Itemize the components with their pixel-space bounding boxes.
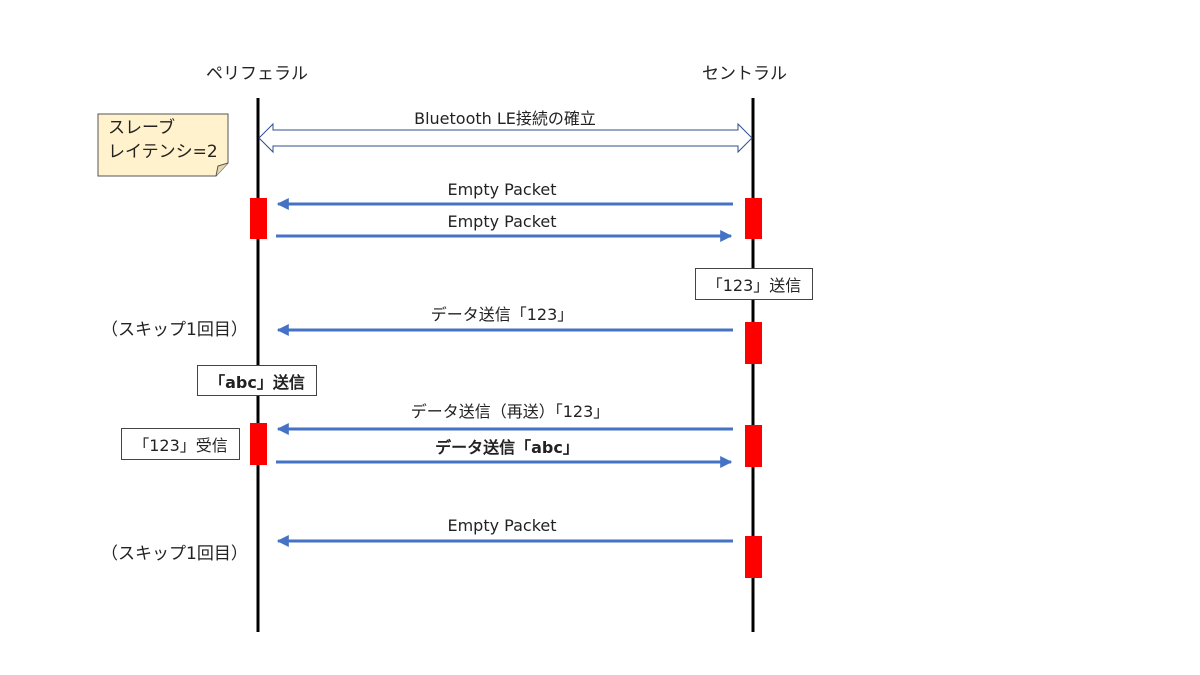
data-123-label: データ送信「123」 — [430, 305, 574, 324]
retransmit-123-label: データ送信（再送）「123」 — [410, 402, 610, 421]
peripheral-send-abc-box: 「abc」送信 — [197, 365, 317, 396]
note-line-2: レイテンシ=2 — [108, 142, 218, 162]
peripheral-active-block — [250, 423, 267, 465]
data-abc-label: データ送信「abc」 — [435, 438, 579, 457]
central-active-block — [745, 536, 762, 578]
skip-label-1: （スキップ1回目） — [101, 320, 248, 340]
central-lane-title: セントラル — [702, 64, 787, 84]
central-active-block — [745, 322, 762, 364]
skip-label-2: （スキップ1回目） — [101, 544, 248, 564]
note-fold — [215, 162, 229, 177]
central-send-123-box: 「123」送信 — [695, 268, 813, 300]
empty-packet-label-1: Empty Packet — [447, 180, 557, 199]
central-active-block — [745, 425, 762, 467]
connection-label: Bluetooth LE接続の確立 — [414, 109, 596, 128]
peripheral-active-block — [250, 198, 267, 239]
empty-packet-label-3: Empty Packet — [447, 516, 557, 535]
peripheral-recv-123-box: 「123」受信 — [121, 428, 240, 460]
central-active-block — [745, 198, 762, 239]
connection-double-arrow — [258, 122, 753, 154]
note-line-1: スレーブ — [108, 118, 175, 138]
peripheral-lane-title: ペリフェラル — [206, 64, 308, 84]
empty-packet-label-2: Empty Packet — [447, 212, 557, 231]
